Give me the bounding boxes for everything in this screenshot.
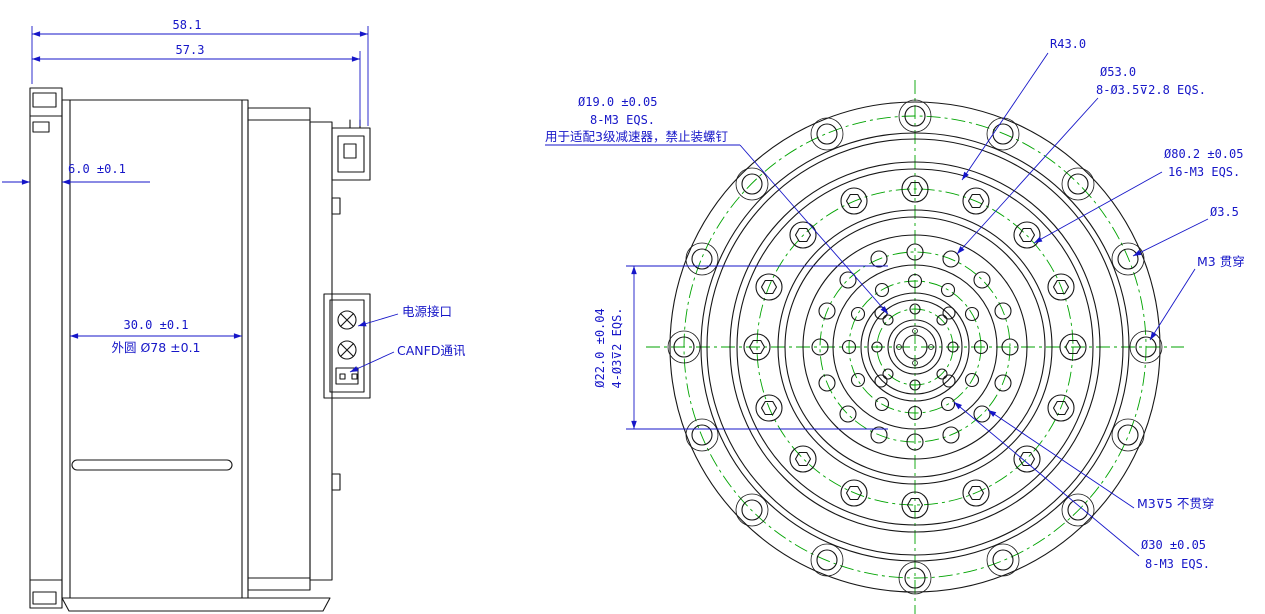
leader-d30: Ø30 ±0.05 8-M3 EQS. xyxy=(953,401,1210,571)
front-cover xyxy=(309,121,333,581)
bolt-circle-inner xyxy=(848,280,982,414)
dim-d22: Ø22.0 ±0.04 4-Ø3⊽2 EQS. xyxy=(593,265,888,430)
side-view-dimensions: 58.1 57.3 6.0 ±0.1 30.0 ±0.1 外圆 Ø78 ±0.1 xyxy=(2,18,466,373)
power-pin-1 xyxy=(337,310,357,330)
dim-outer-diameter-value: 外圆 Ø78 ±0.1 xyxy=(111,340,200,355)
base-skirt xyxy=(61,597,331,612)
d22-value: Ø22.0 ±0.04 xyxy=(593,308,607,387)
dim-total-width-value: 58.1 xyxy=(173,18,202,32)
leader-d53: Ø53.0 8-Ø3.5⊽2.8 EQS. xyxy=(956,65,1206,255)
leader-m3-blind: M3⊽5 不贯穿 xyxy=(987,409,1214,511)
housing-slot xyxy=(71,459,233,471)
center-hole xyxy=(902,334,928,360)
d53-note: 8-Ø3.5⊽2.8 EQS. xyxy=(1096,83,1206,97)
bolt-circle-hub xyxy=(876,308,954,386)
r43-label: R43.0 xyxy=(1050,37,1086,51)
power-pin-2 xyxy=(337,340,357,360)
m3-through-label: M3 贯穿 xyxy=(1197,254,1245,269)
d80-value: Ø80.2 ±0.05 xyxy=(1164,147,1243,161)
leader-power: 电源接口 xyxy=(357,304,452,327)
power-connector-block xyxy=(323,293,371,399)
d19-warning: 用于适配3级减速器，禁止装螺钉 xyxy=(545,129,728,144)
front-view-outline xyxy=(669,101,1161,593)
dim-flange-thickness: 6.0 ±0.1 xyxy=(2,162,150,185)
side-view-outline xyxy=(29,87,371,612)
d80-note: 16-M3 EQS. xyxy=(1168,165,1240,179)
centerlines xyxy=(646,80,1184,614)
d35-value: Ø3.5 xyxy=(1210,205,1239,219)
leader-d80: Ø80.2 ±0.05 16-M3 EQS. xyxy=(1033,147,1243,244)
dim-body-width-value: 57.3 xyxy=(176,43,205,57)
bolt-circle-16m3 xyxy=(756,188,1074,506)
leader-r43: R43.0 xyxy=(961,37,1086,181)
flange-slot-top xyxy=(32,92,57,108)
encoder-connector xyxy=(331,119,371,181)
outer-flange-edge xyxy=(669,101,1161,593)
flange-slot-bottom xyxy=(32,591,57,605)
power-label: 电源接口 xyxy=(402,304,452,319)
dim-body-width: 57.3 xyxy=(31,43,361,126)
body-edge xyxy=(729,161,1101,533)
d22-note: 4-Ø3⊽2 EQS. xyxy=(610,307,624,388)
leader-canfd: CANFD通讯 xyxy=(349,343,466,373)
front-view: R43.0 Ø53.0 8-Ø3.5⊽2.8 EQS. Ø19.0 ±0.05 … xyxy=(545,37,1245,614)
mid-plate xyxy=(247,107,311,591)
dim-flange-thickness-value: 6.0 ±0.1 xyxy=(68,162,126,176)
leader-d35: Ø3.5 xyxy=(1132,205,1239,257)
side-view: 58.1 57.3 6.0 ±0.1 30.0 ±0.1 外圆 Ø78 ±0.1 xyxy=(2,18,466,612)
canfd-label: CANFD通讯 xyxy=(397,343,466,358)
dim-inner-width-value: 30.0 ±0.1 xyxy=(123,318,188,332)
d53-value: Ø53.0 xyxy=(1100,65,1136,79)
leader-d19: Ø19.0 ±0.05 8-M3 EQS. 用于适配3级减速器，禁止装螺钉 xyxy=(545,95,889,315)
leader-m3-through: M3 贯穿 xyxy=(1149,254,1245,341)
m3-blind-label: M3⊽5 不贯穿 xyxy=(1137,496,1214,511)
dim-inner-width: 30.0 ±0.1 外圆 Ø78 ±0.1 xyxy=(70,318,242,355)
dim-total-width: 58.1 xyxy=(31,18,369,126)
center-bore xyxy=(887,319,943,375)
d19-note: 8-M3 EQS. xyxy=(590,113,655,127)
d30-value: Ø30 ±0.05 xyxy=(1141,538,1206,552)
d19-value: Ø19.0 ±0.05 xyxy=(578,95,657,109)
front-view-dimensions: R43.0 Ø53.0 8-Ø3.5⊽2.8 EQS. Ø19.0 ±0.05 … xyxy=(545,37,1245,571)
flange-plate xyxy=(29,87,63,609)
bolt-circle-mid xyxy=(819,251,1011,443)
bolt-circle-outer xyxy=(683,115,1147,579)
canfd-socket xyxy=(335,367,359,385)
d30-note: 8-M3 EQS. xyxy=(1145,557,1210,571)
